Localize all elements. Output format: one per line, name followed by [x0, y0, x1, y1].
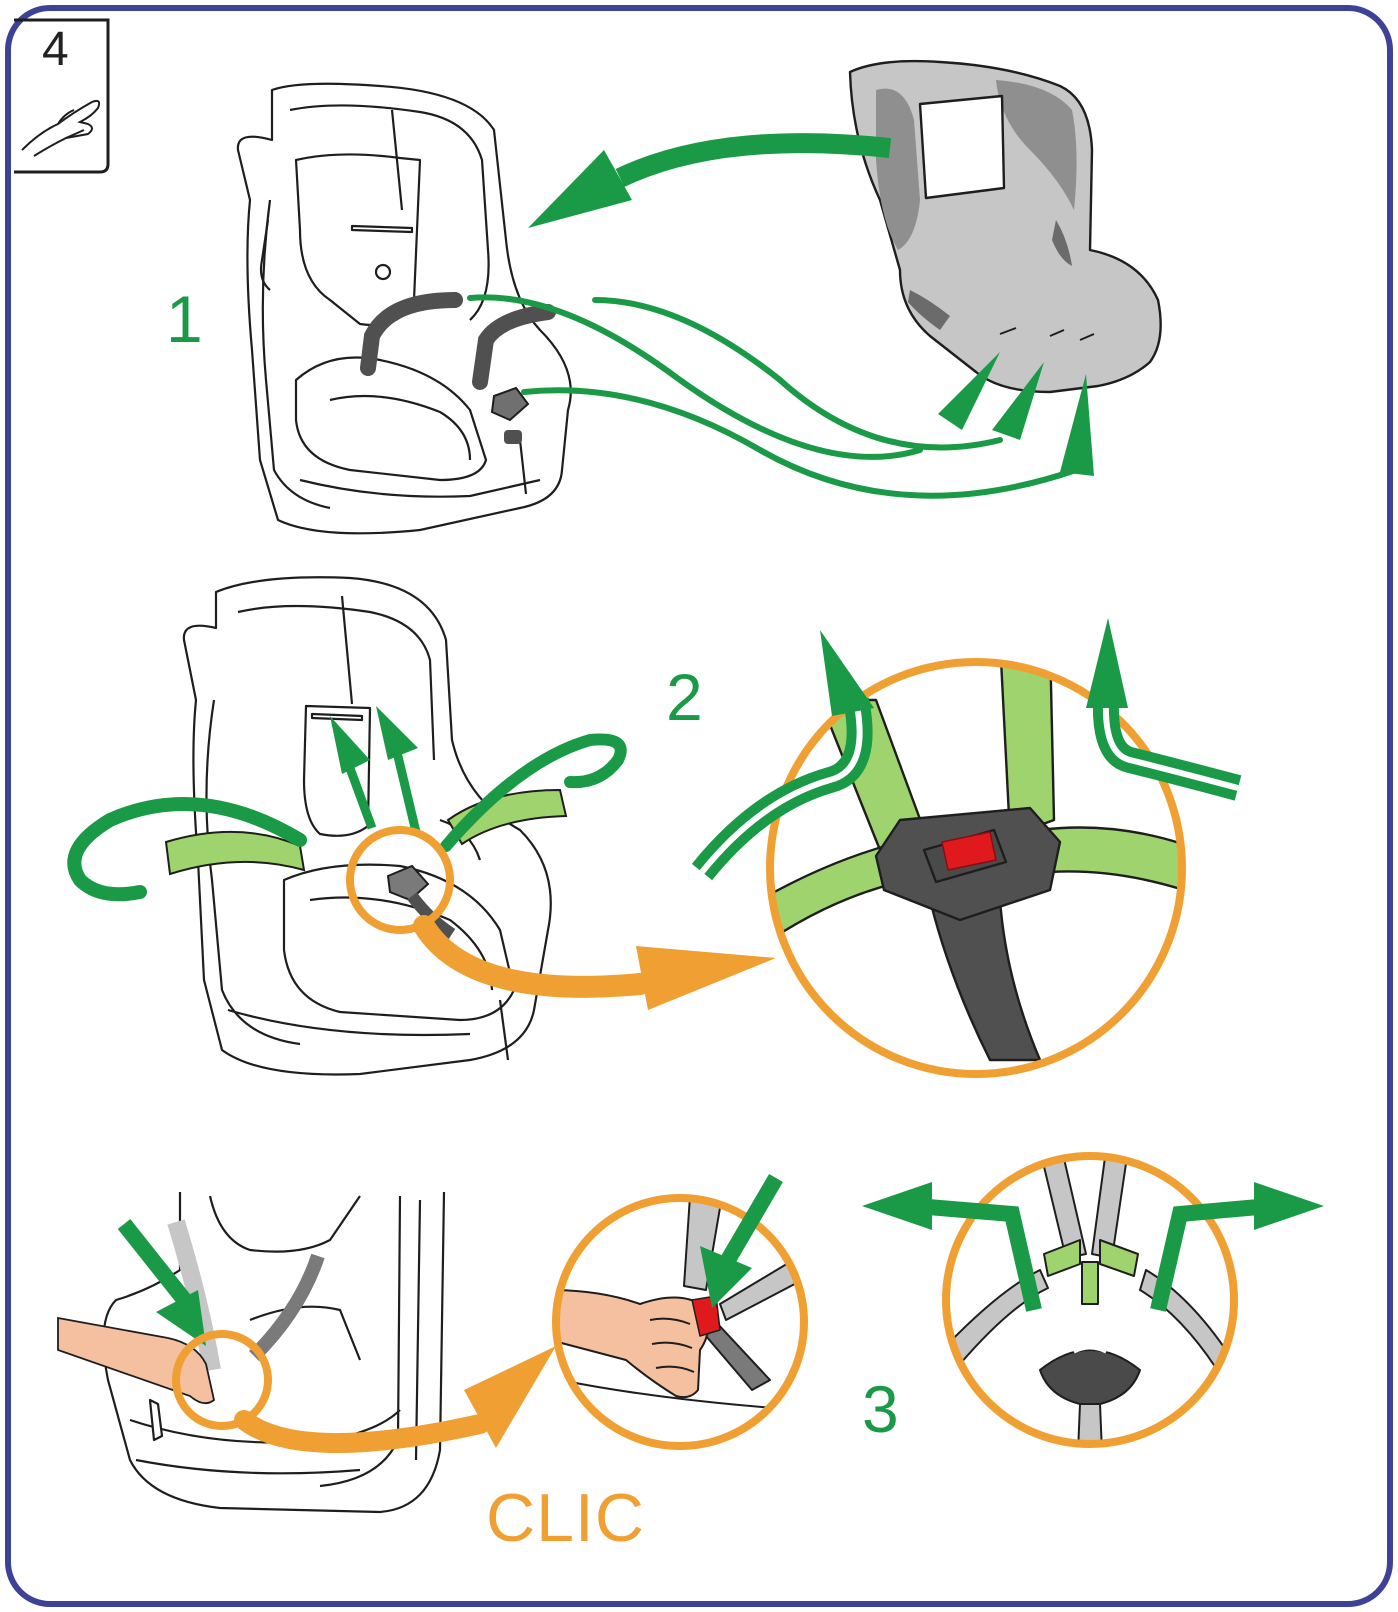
step-label-2: 2: [666, 664, 703, 730]
magnified-click: [550, 1196, 810, 1446]
step-label-1: 1: [166, 286, 203, 352]
panel-number: 4: [42, 26, 69, 74]
step-label-3: 3: [862, 1376, 899, 1442]
magnified-harness-3: [946, 1150, 1234, 1452]
buckle-slot-1: [504, 430, 522, 444]
clic-sound-label: CLIC: [486, 1484, 645, 1552]
